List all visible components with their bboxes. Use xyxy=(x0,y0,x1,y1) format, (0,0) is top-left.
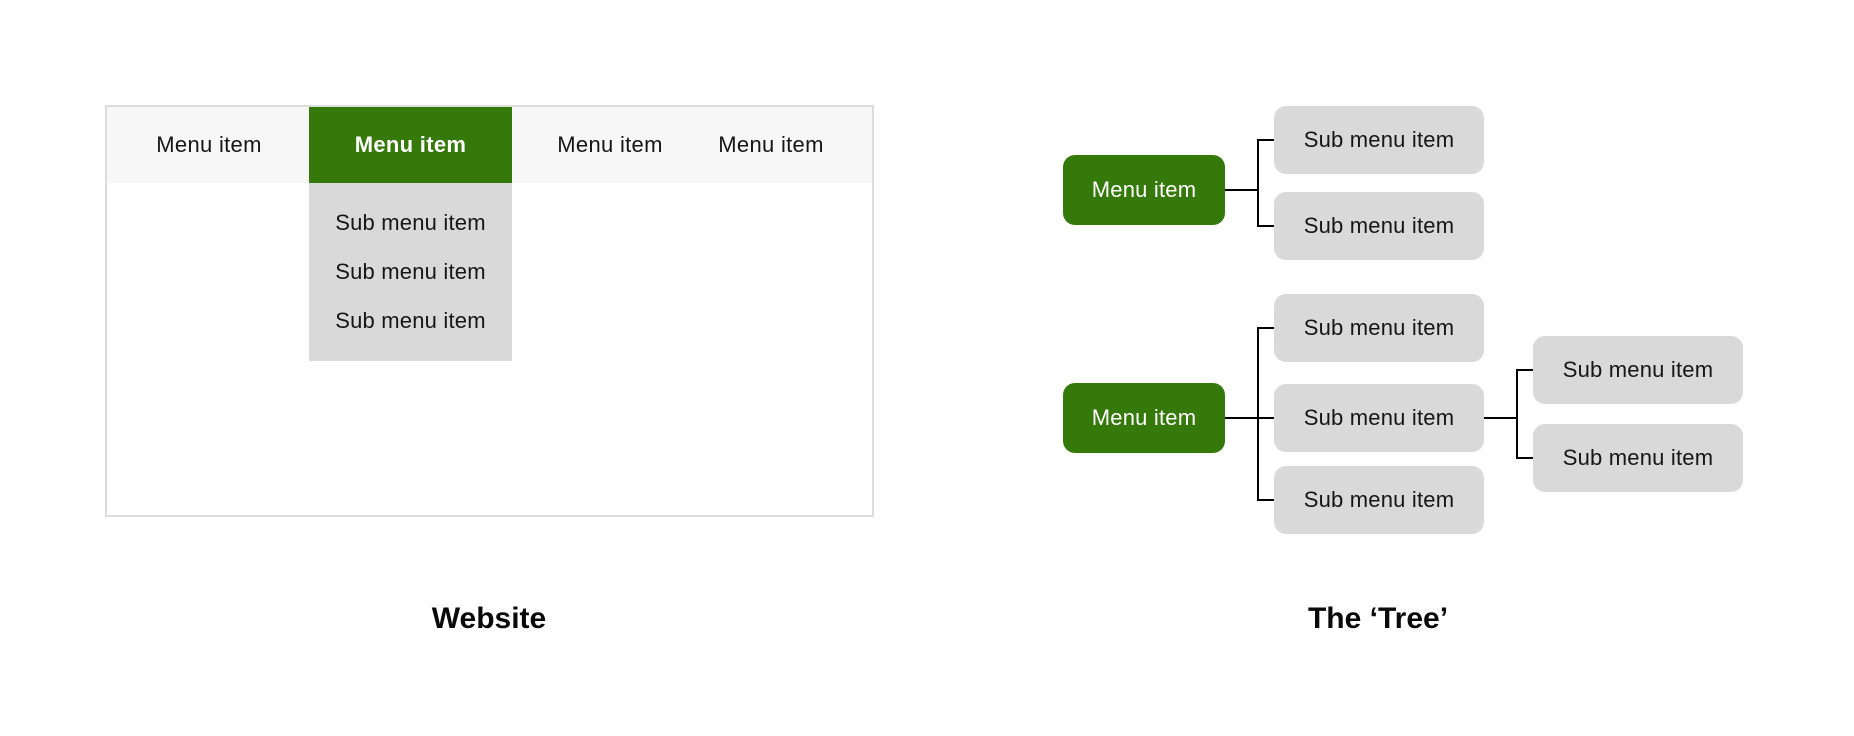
nav-item-3[interactable]: Menu item xyxy=(557,132,663,157)
dropdown-item-2[interactable]: Sub menu item xyxy=(335,258,486,284)
website-frame: Menu item Menu item Menu item Menu item … xyxy=(105,105,874,517)
website-caption: Website xyxy=(431,602,547,635)
nav-item-1[interactable]: Menu item xyxy=(156,132,262,157)
nav-item-4[interactable]: Menu item xyxy=(718,132,824,157)
tree-root-node-1: Menu item xyxy=(1063,155,1225,225)
dropdown-item-1[interactable]: Sub menu item xyxy=(335,209,486,235)
tree-child-node: Sub menu item xyxy=(1274,192,1484,260)
tree-child-node: Sub menu item xyxy=(1274,466,1484,534)
tree-grandchild-node: Sub menu item xyxy=(1533,424,1743,492)
website-navbar: Menu item Menu item Menu item Menu item xyxy=(107,107,872,183)
tree-child-node: Sub menu item xyxy=(1274,106,1484,174)
tree-root-node-2: Menu item xyxy=(1063,383,1225,453)
tree-child-node: Sub menu item xyxy=(1274,294,1484,362)
nav-item-2-active[interactable]: Menu item xyxy=(309,107,512,183)
dropdown-item-3[interactable]: Sub menu item xyxy=(335,307,486,333)
tree-grandchild-node: Sub menu item xyxy=(1533,336,1743,404)
dropdown-menu: Sub menu item Sub menu item Sub menu ite… xyxy=(309,183,512,361)
tree-child-node: Sub menu item xyxy=(1274,384,1484,452)
tree-caption: The ‘Tree’ xyxy=(1307,602,1449,635)
